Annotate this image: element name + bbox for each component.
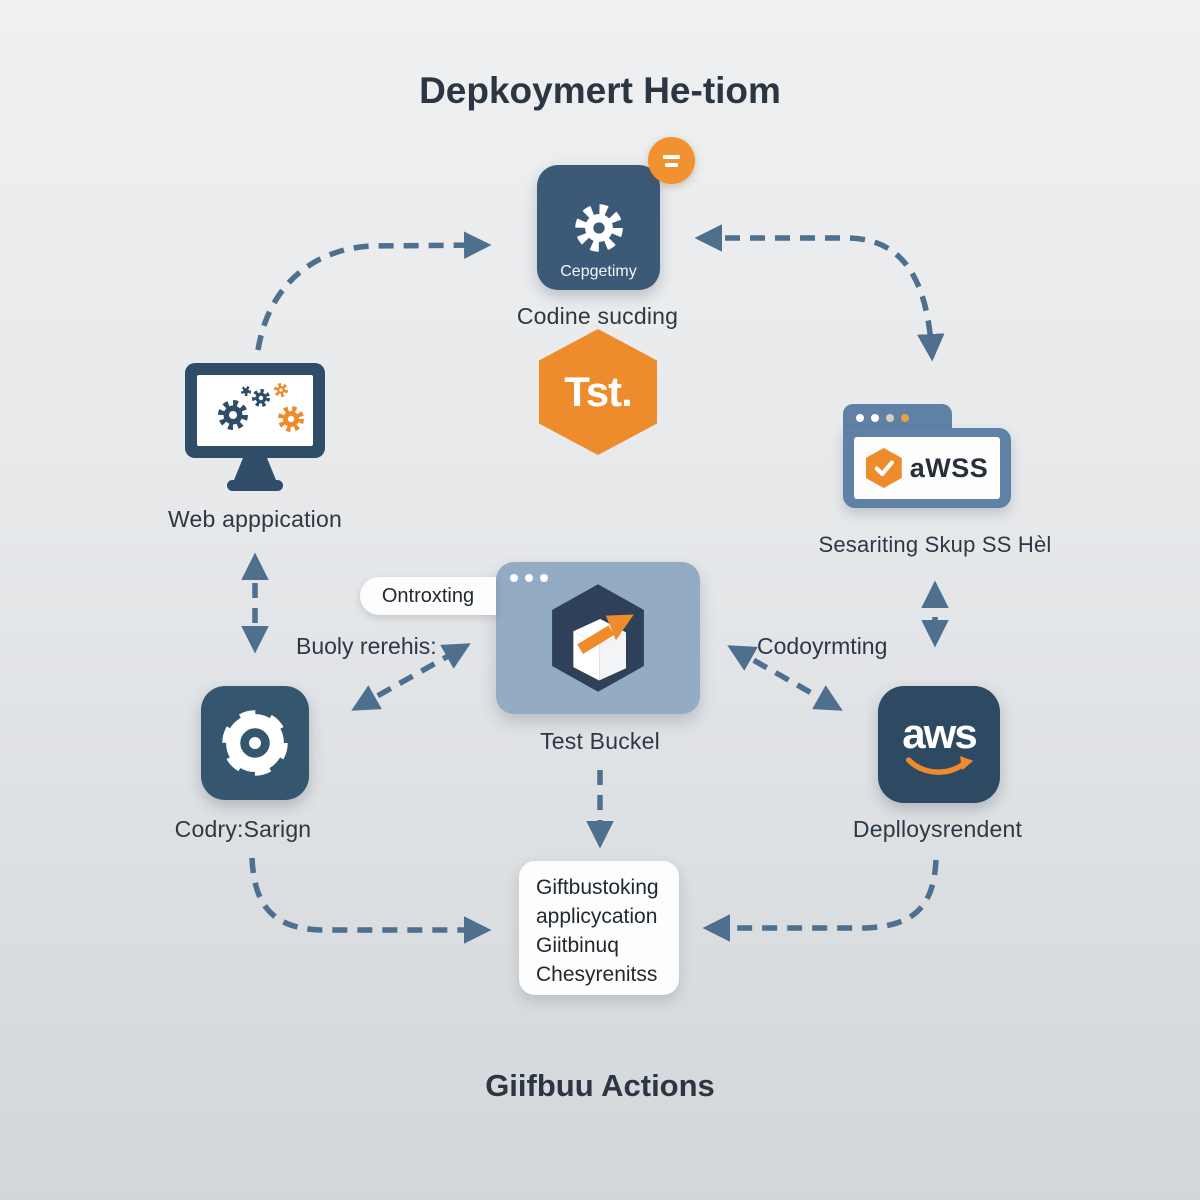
arrow-config-notes [249, 857, 492, 944]
notes-line: Chesyrenitss [536, 962, 658, 986]
annotation-build: Buoly rerehis: [296, 633, 437, 659]
aws-deploy-caption: Deplloysrendent [852, 816, 1023, 842]
notes-card: Giftbustoking applicycation Giitbinuq Ch… [519, 861, 679, 995]
bucket-caption: Test Buckel [540, 728, 660, 754]
browser-tab [843, 404, 952, 431]
arrow-pipeline-awssetup [694, 224, 945, 362]
bucket-node [496, 562, 700, 714]
window-dots-icon [510, 574, 548, 582]
gear-nut-icon [222, 710, 288, 776]
test-hexagon-label: Tst. [564, 368, 633, 415]
aws-logo-text: aws [902, 709, 977, 757]
config-node [201, 686, 309, 800]
window-dot-icon [886, 413, 894, 422]
arrow-awsdeploy-notes [702, 859, 939, 942]
pipeline-box-label: Cepgetimy [560, 263, 637, 280]
monitor-gears-icon [185, 363, 325, 491]
annotation-deploy: Codoyrmting [757, 633, 888, 659]
footer-title: Giifbuu Actions [485, 1068, 715, 1103]
window-dot-icon [871, 413, 879, 422]
gear-icon [574, 204, 623, 252]
diagram-title: Depkoymert He-tiom [419, 70, 781, 111]
aws-setup-logo-text: aWSS [909, 452, 989, 483]
pipeline-caption: Codine sucding [516, 303, 679, 329]
config-caption: Codry:Sarign [174, 816, 312, 842]
test-hexagon-icon: Tst. [539, 329, 657, 455]
window-dot-icon [856, 413, 864, 422]
arrow-webapp-to-pipeline [255, 231, 492, 351]
bucket-tooltip: Ontroxting [360, 577, 496, 615]
check-hexagon-icon [865, 448, 902, 488]
pipeline-node: Cepgetimy [537, 165, 660, 290]
window-dot-icon [901, 413, 909, 422]
notes-line: applicycation [536, 904, 658, 928]
aws-setup-content: aWSS [854, 437, 1000, 499]
aws-deploy-node: aws [878, 686, 1000, 803]
aws-smile-icon [905, 755, 974, 775]
aws-setup-caption: Sesariting Skup SS Hèl [818, 532, 1052, 557]
webapp-caption: Web apppication [168, 506, 342, 532]
notification-badge-icon [648, 137, 695, 184]
notes-line: Giftbustoking [536, 876, 659, 899]
notes-line: Giitbinuq [536, 933, 619, 957]
bucket-hexagon-icon [552, 584, 644, 692]
